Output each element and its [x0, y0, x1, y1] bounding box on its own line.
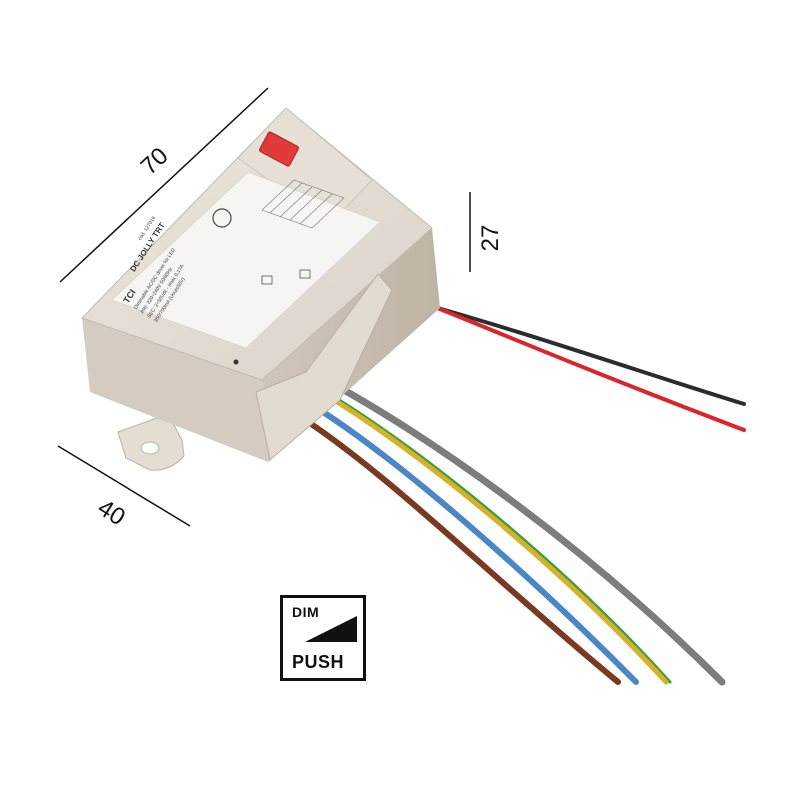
dim-push-icon: DIM PUSH — [280, 595, 366, 681]
dot-marker — [233, 359, 239, 365]
mounting-hole — [140, 441, 160, 455]
housing-front-side — [82, 318, 268, 462]
width-dimension-label: 40 — [93, 494, 130, 531]
wire-brown — [293, 411, 621, 685]
eac-mark-icon — [299, 269, 311, 279]
dim-push-bottom-label: PUSH — [292, 652, 345, 672]
length-dimension-line — [59, 87, 269, 283]
cert-mark-icon — [261, 275, 273, 285]
label-background — [111, 171, 381, 349]
strain-relief-clamp — [255, 273, 393, 461]
width-dimension-line — [57, 445, 191, 527]
length-dimension-label: 70 — [136, 142, 174, 180]
wire-green — [314, 384, 672, 684]
wire-yellow — [311, 385, 669, 685]
switch-table — [261, 179, 345, 229]
dim-push-top-label: DIM — [292, 604, 320, 620]
dim-ramp-icon — [305, 616, 357, 642]
wire-grey — [318, 374, 726, 686]
wire-red — [390, 288, 746, 432]
ce-mark-icon — [212, 208, 232, 228]
wire-bundle — [293, 288, 746, 686]
dip-switch[interactable] — [259, 131, 299, 167]
height-dimension-label: 27 — [477, 225, 504, 252]
wire-blue — [301, 397, 639, 685]
